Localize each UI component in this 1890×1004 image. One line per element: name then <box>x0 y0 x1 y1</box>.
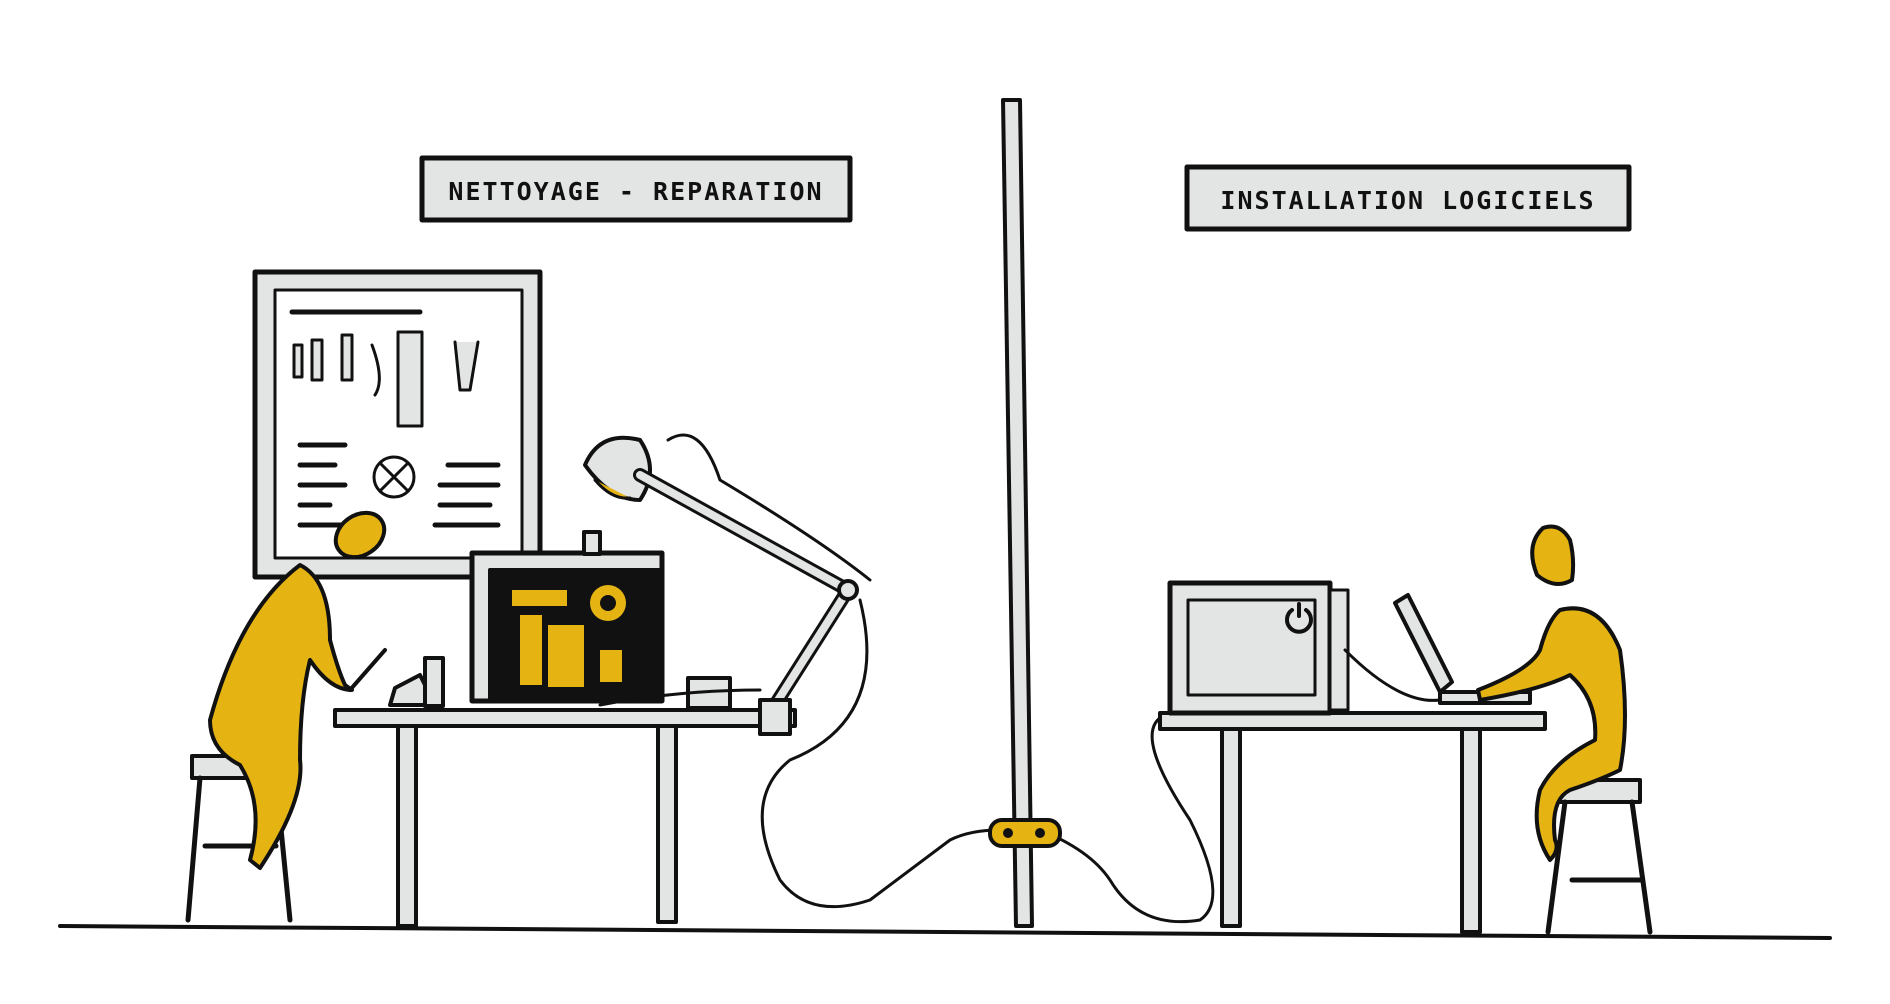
power-strip-icon <box>988 818 1062 848</box>
sign-left: NETTOYAGE - REPARATION <box>419 155 853 223</box>
sign-left-label: NETTOYAGE - REPARATION <box>448 177 823 206</box>
computer-tower-icon <box>1167 580 1350 716</box>
floor-line <box>58 924 1832 940</box>
person-icon <box>1476 524 1627 862</box>
cables <box>598 598 1215 924</box>
tool-board-icon <box>252 269 543 580</box>
computer-tower-icon <box>469 530 665 704</box>
software-desk <box>1158 711 1547 934</box>
desk-lamp-icon <box>583 433 872 736</box>
soldering-station <box>348 648 445 708</box>
power-symbol-icon <box>1285 602 1313 634</box>
person-icon <box>208 510 387 870</box>
stool-icon <box>1545 778 1653 935</box>
sign-right-label: INSTALLATION LOGICIELS <box>1220 186 1595 215</box>
repair-desk <box>333 708 797 928</box>
partition-pole <box>1001 98 1034 928</box>
sign-right: INSTALLATION LOGICIELS <box>1184 164 1632 232</box>
